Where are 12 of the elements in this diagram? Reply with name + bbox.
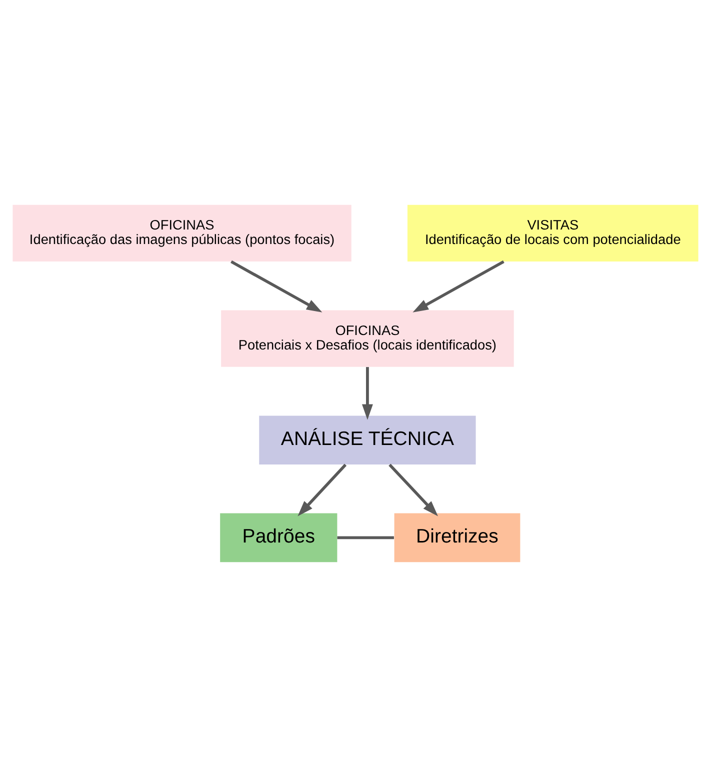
arrow [362,367,373,420]
arrow [412,260,504,312]
node-box: OFICINAS Identificação das imagens públicas (pontos focais) [12,204,352,262]
node-box: OFICINAS Potenciais x Desafios (locais identificados) [221,310,514,367]
node-box: Padrões [220,513,338,562]
arrow [230,260,322,312]
node-box: ANÁLISE TÉCNICA [259,416,476,464]
arrow [388,464,438,516]
node-box: Diretrizes [394,513,520,562]
connector [337,536,394,540]
node-box: VISITAS Identificação de locais com potencialidade [407,204,698,262]
arrow [298,464,347,516]
